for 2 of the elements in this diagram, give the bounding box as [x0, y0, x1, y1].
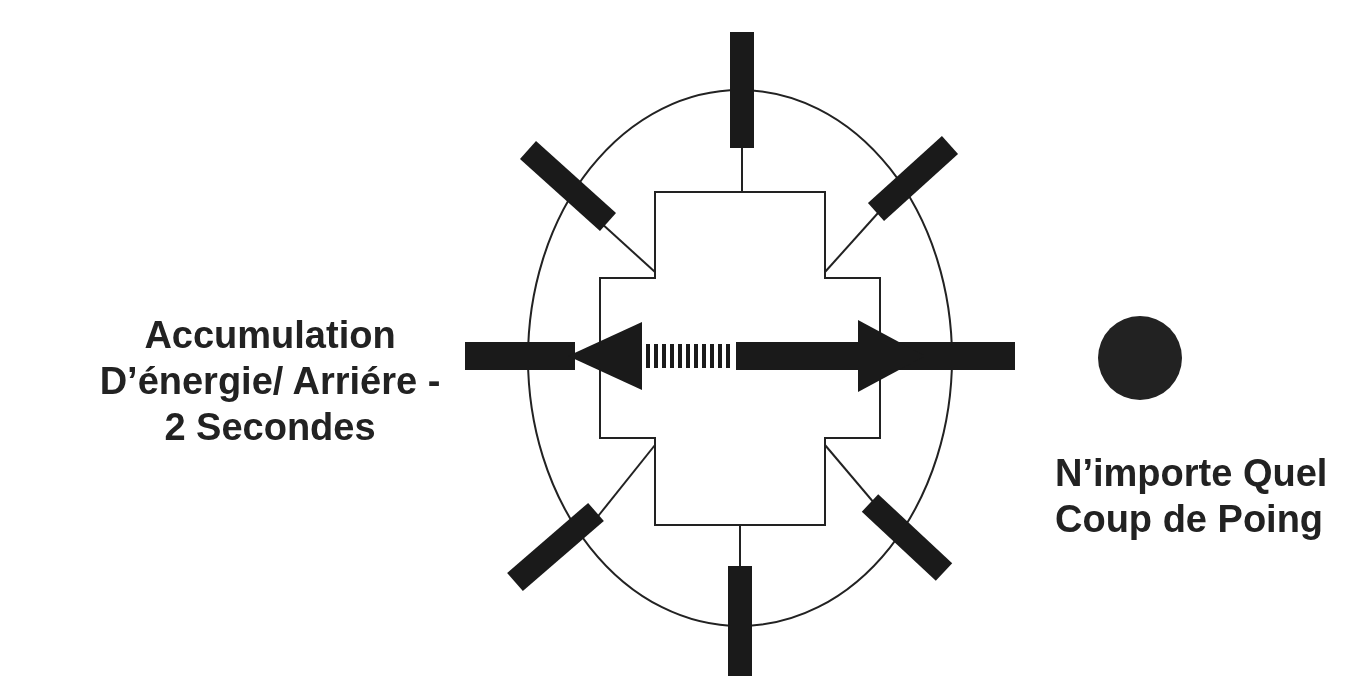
instruction-text: Accumulation D’énergie/ Arriére - 2 Secondes [98, 313, 442, 450]
instruction-text: N’importe Quel Coup de Poing [1055, 451, 1329, 542]
